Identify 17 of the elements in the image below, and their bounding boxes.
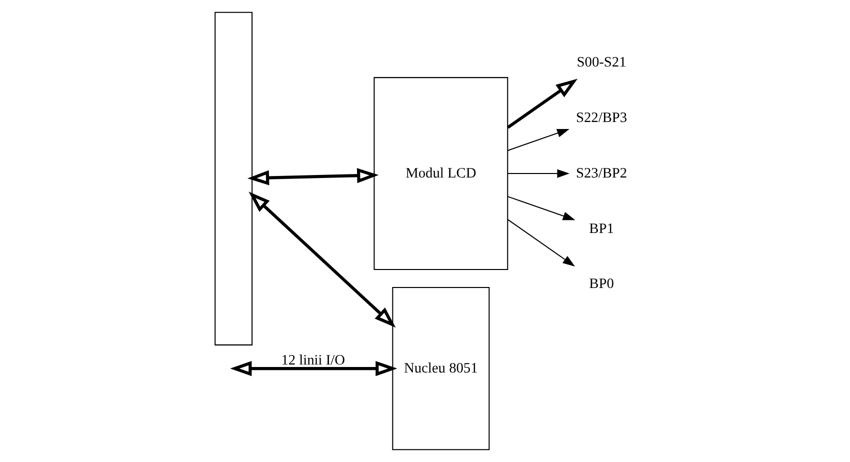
arrow bbox=[247, 168, 379, 186]
edge-label: 12 linii I/O bbox=[281, 352, 346, 369]
arrow bbox=[508, 219, 576, 267]
node-box: Nucleu 8051 bbox=[392, 286, 490, 450]
arrow bbox=[508, 196, 576, 220]
arrow bbox=[508, 128, 570, 151]
arrow bbox=[230, 360, 398, 376]
node-text: BP0 bbox=[589, 276, 614, 292]
node-box: Modul LCD bbox=[374, 77, 508, 270]
node-text: S23/BP2 bbox=[576, 165, 628, 182]
node-bar bbox=[214, 12, 253, 346]
arrow bbox=[506, 78, 578, 129]
node-text: S00-S21 bbox=[576, 54, 626, 70]
node-text: S22/BP3 bbox=[576, 110, 628, 126]
arrow bbox=[248, 192, 396, 328]
node-text: BP1 bbox=[589, 220, 614, 237]
arrow bbox=[508, 169, 570, 178]
